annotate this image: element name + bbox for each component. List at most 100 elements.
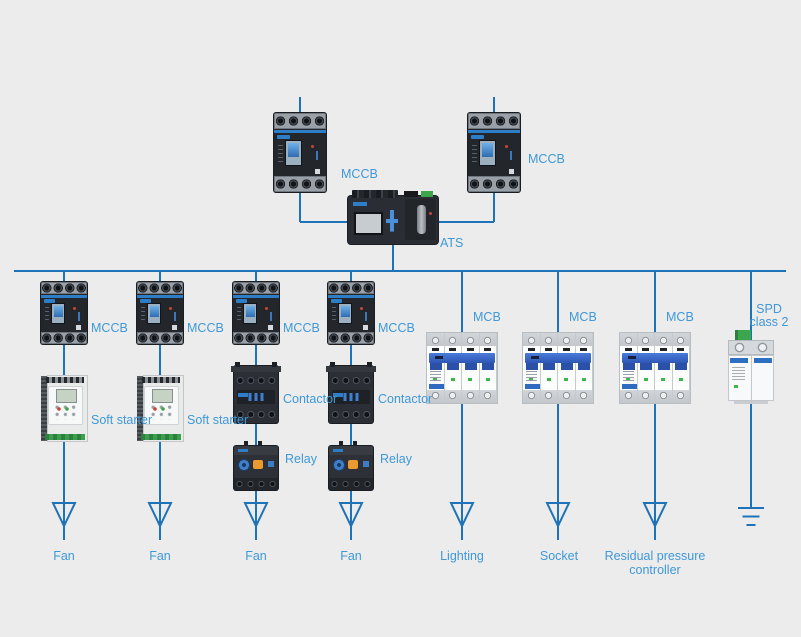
lcd-display [55, 389, 77, 403]
load-arrow-icon [147, 502, 173, 529]
rating-marks [140, 306, 145, 323]
rating-marks [526, 371, 537, 383]
brand-chip [43, 299, 55, 304]
label-load-fan-2: Fan [149, 549, 171, 563]
test-button [268, 460, 275, 467]
brand-chip [235, 299, 247, 304]
accent-stripe [274, 129, 326, 133]
lcd-display [151, 389, 173, 403]
reset-button [253, 460, 264, 470]
label-mcb-3: MCB [666, 310, 694, 324]
toggle-window [339, 304, 352, 323]
label-mccb-incomer-left: MCCB [341, 167, 378, 181]
label-load-lighting: Lighting [440, 549, 484, 563]
mounting-plate [231, 362, 281, 372]
load-arrow-icon [642, 502, 668, 529]
brand-chip [622, 384, 637, 389]
heatsink [137, 376, 144, 441]
terminal-strip [41, 282, 87, 295]
terminal-block-green [44, 434, 86, 440]
label-contactor-2: Contactor [378, 392, 433, 406]
label-mccb-branch-1: MCCB [91, 321, 128, 335]
device-body [728, 355, 774, 401]
toggle-window [480, 141, 495, 166]
toggle-handle [482, 363, 494, 370]
linked-toggle-bar [525, 353, 591, 363]
contact-window [236, 390, 276, 404]
terminal-block-green [420, 191, 433, 197]
label-relay-2: Relay [380, 452, 412, 466]
brand-chip [429, 384, 444, 389]
indicator-mark [173, 311, 176, 321]
top-strip [329, 446, 373, 455]
load-arrow-icon [338, 502, 364, 529]
reset-button [348, 460, 359, 470]
rating-marks [44, 306, 49, 323]
rating-marks [236, 306, 241, 323]
linked-toggle-bar [622, 353, 688, 363]
indicator-mark [315, 150, 318, 160]
keypad [148, 403, 175, 421]
terminal-strip [351, 190, 399, 198]
terminal-row [329, 408, 373, 421]
terminal-strip [45, 377, 85, 383]
indicator-dot [504, 144, 508, 148]
toggle-handle [447, 363, 459, 370]
accent-stripe [137, 295, 183, 299]
label-soft-starter-1: Soft starter [91, 413, 153, 427]
soft-starter-2 [137, 375, 184, 442]
test-button [76, 324, 82, 330]
brand-chip [471, 135, 484, 140]
pin [338, 441, 343, 447]
test-button [363, 460, 370, 467]
terminal-row [234, 374, 278, 387]
label-spd: SPD class 2 [749, 302, 789, 329]
mccb-breaker-incomer-right [468, 113, 520, 192]
label-load-socket: Socket [539, 549, 579, 563]
mcb-breaker-controller [620, 333, 690, 403]
mccb-breaker-branch-4 [328, 282, 374, 344]
heatsink [41, 376, 48, 441]
terminal-row [234, 478, 278, 490]
test-button [268, 324, 274, 330]
label-contactor-1: Contactor [283, 392, 338, 406]
label-mccb-branch-2: MCCB [187, 321, 224, 335]
accent-stripe [468, 129, 520, 133]
front-panel [143, 385, 180, 426]
label-load-fan-1: Fan [53, 549, 75, 563]
toggle-handle [526, 363, 538, 370]
adjust-dial [238, 459, 251, 472]
mounting-plate [326, 362, 376, 372]
linked-toggle-bar [429, 353, 495, 363]
brand-chip [754, 358, 772, 363]
contactor-2 [326, 362, 376, 423]
mcb-breaker-lighting [427, 333, 497, 403]
terminal-row [329, 478, 373, 490]
keypad-arrows [385, 210, 399, 232]
terminal-strip [137, 282, 183, 295]
label-mccb-branch-4: MCCB [378, 321, 415, 335]
toggle-handle [658, 363, 670, 370]
terminal-strip [328, 331, 374, 344]
label-load-controller: Residual pressure controller [604, 549, 706, 577]
din-foot [734, 401, 768, 404]
top-strip [234, 446, 278, 455]
load-arrow-icon [449, 502, 475, 529]
load-arrow-icon [545, 502, 571, 529]
terminal-strip [274, 176, 326, 192]
accent-stripe [41, 295, 87, 299]
indicator-mark [269, 311, 272, 321]
pin [258, 441, 263, 447]
toggle-window [52, 304, 65, 323]
toggle-handle [623, 363, 635, 370]
brand-chip [730, 358, 748, 363]
terminal-strip [468, 176, 520, 192]
label-mccb-incomer-right: MCCB [528, 152, 565, 166]
toggle-handle [430, 363, 442, 370]
terminal-strip [137, 331, 183, 344]
toggle-handle [640, 363, 652, 370]
terminal-block-green [140, 434, 182, 440]
contactor-1 [231, 362, 281, 423]
terminal-row [329, 374, 373, 387]
terminal-strip [274, 113, 326, 129]
